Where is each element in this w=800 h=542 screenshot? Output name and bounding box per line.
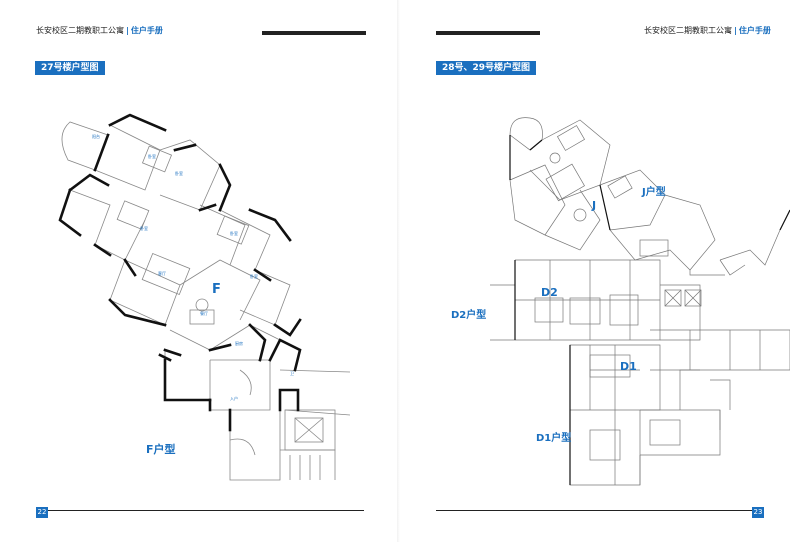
svg-text:餐厅: 餐厅 [200, 310, 208, 316]
svg-text:厨房: 厨房 [235, 340, 243, 346]
svg-text:卫: 卫 [290, 371, 294, 376]
section-title-27: 27号楼户型图 [35, 61, 105, 75]
header-separator: | [734, 26, 737, 35]
unit-caption-f: F户型 [146, 443, 176, 456]
svg-text:卧室: 卧室 [148, 153, 156, 159]
floor-plan-j-d [490, 117, 790, 486]
unit-caption-d2: D2户型 [451, 310, 487, 321]
page-number-22: 22 [36, 507, 48, 518]
svg-text:卧室: 卧室 [250, 273, 258, 279]
svg-text:卧室: 卧室 [230, 230, 238, 236]
svg-text:阳台: 阳台 [92, 133, 100, 139]
left-page-header: 长安校区二期教职工公寓|住户手册 [36, 25, 163, 36]
svg-text:入户: 入户 [230, 395, 238, 401]
left-page: 长安校区二期教职工公寓|住户手册 27号楼户型图 [35, 25, 366, 518]
page-number-23: 23 [752, 507, 764, 518]
right-page-header: 长安校区二期教职工公寓|住户手册 [644, 25, 771, 36]
right-page: 长安校区二期教职工公寓|住户手册 28号、29号楼户型图 [400, 0, 800, 542]
header-bar [262, 31, 366, 35]
unit-letter-d1: D1 [620, 360, 637, 373]
unit-letter-f: F [212, 282, 221, 297]
svg-text:客厅: 客厅 [158, 270, 166, 276]
svg-text:卧室: 卧室 [175, 170, 183, 176]
header-title: 长安校区二期教职工公寓 [644, 26, 732, 35]
unit-caption-d1: D1户型 [536, 433, 572, 444]
header-bar [436, 31, 540, 35]
unit-letter-j: J [592, 199, 597, 212]
header-title: 长安校区二期教职工公寓 [36, 26, 124, 35]
footer-line [36, 510, 364, 511]
unit-caption-j: J户型 [642, 187, 666, 198]
svg-text:卧室: 卧室 [140, 225, 148, 231]
header-subtitle: 住户手册 [738, 26, 771, 35]
unit-letter-d2: D2 [541, 286, 558, 299]
footer-line [436, 510, 764, 511]
header-subtitle: 住户手册 [130, 26, 163, 35]
header-separator: | [126, 26, 129, 35]
section-title-28-29: 28号、29号楼户型图 [436, 61, 537, 75]
